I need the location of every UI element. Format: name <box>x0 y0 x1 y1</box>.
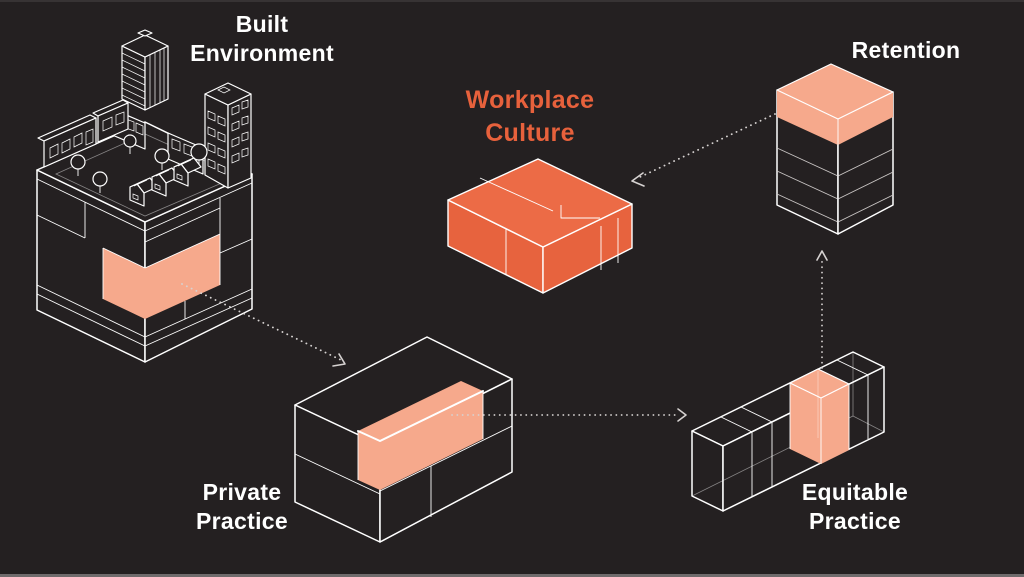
plinth-line <box>36 284 146 338</box>
built-environment-block <box>36 29 253 363</box>
tower-highlight-band-left <box>777 90 838 145</box>
retention-block <box>776 63 894 235</box>
trees <box>70 134 208 193</box>
storefront-building <box>37 114 97 168</box>
house <box>173 157 202 187</box>
segment-line <box>836 359 869 376</box>
label-line: Environment <box>190 39 334 66</box>
platform-rim <box>36 178 253 232</box>
plinth-line <box>144 297 253 347</box>
label-line: Built <box>235 11 289 37</box>
tower-top-face <box>776 63 894 120</box>
tree <box>190 143 208 161</box>
tree <box>92 171 108 187</box>
panel-line <box>144 207 221 243</box>
subbox-top <box>358 381 483 441</box>
panel-line <box>219 238 253 254</box>
flow-arrows <box>181 113 828 422</box>
highlight-segment <box>789 368 850 464</box>
panel-line <box>294 453 381 495</box>
label-line: Retention <box>851 37 961 63</box>
label-line: Equitable <box>801 479 909 505</box>
label-line: Private <box>202 479 282 505</box>
tower-highlight-band-right <box>838 92 893 145</box>
label-built-environment: Built Environment <box>152 10 372 68</box>
arrow-retention-to-workplace <box>631 113 776 187</box>
city-illustration <box>37 29 252 217</box>
bar-left-face <box>691 430 724 512</box>
slab-panel-line <box>479 177 554 212</box>
tree <box>70 154 86 170</box>
segment-front <box>821 384 849 464</box>
plinth-line <box>144 288 253 338</box>
low-building <box>92 99 129 143</box>
panel-line <box>379 425 513 492</box>
panel-line <box>144 233 221 269</box>
gabled-houses <box>129 157 202 207</box>
arrow-equitable-to-retention <box>816 250 828 369</box>
midrise-roof <box>204 82 252 106</box>
skyscraper-roof <box>121 34 169 58</box>
private-practice-block <box>294 336 513 543</box>
subbox-top-edge <box>357 390 484 442</box>
label-retention: Retention <box>796 36 1016 65</box>
plinth-line <box>36 293 146 347</box>
subbox-left <box>358 431 380 490</box>
tree <box>154 148 170 164</box>
cube-top-face <box>36 121 253 223</box>
skyscraper <box>121 29 169 111</box>
midrise-tower <box>204 82 252 189</box>
slab-top-face <box>447 158 633 248</box>
label-private-practice: Private Practice <box>132 478 352 536</box>
tree <box>123 134 137 148</box>
midrise-right-face <box>227 93 252 189</box>
label-line: Practice <box>196 507 288 534</box>
highlight-panel-right <box>145 234 220 319</box>
slab-panel-line <box>560 205 600 219</box>
roof-vent <box>217 86 231 94</box>
segment-line <box>720 416 753 433</box>
highlight-panel-left <box>103 248 145 319</box>
equitable-practice-block <box>691 351 885 512</box>
label-line: Culture <box>485 118 575 147</box>
workplace-culture-block <box>447 158 633 294</box>
label-workplace-culture: Workplace Culture <box>420 84 640 149</box>
segment-line <box>740 406 773 423</box>
panel-line <box>36 214 86 239</box>
segment-left <box>790 383 821 464</box>
label-line: Workplace <box>465 86 595 114</box>
wireframe-edge <box>852 415 885 433</box>
skyscraper-cap <box>137 29 153 37</box>
label-line: Practice <box>809 507 901 534</box>
arrow-private-to-equitable <box>451 408 687 422</box>
label-equitable-practice: Equitable Practice <box>745 478 965 536</box>
panel-line <box>102 247 146 269</box>
arrow-built-to-private <box>181 283 346 367</box>
